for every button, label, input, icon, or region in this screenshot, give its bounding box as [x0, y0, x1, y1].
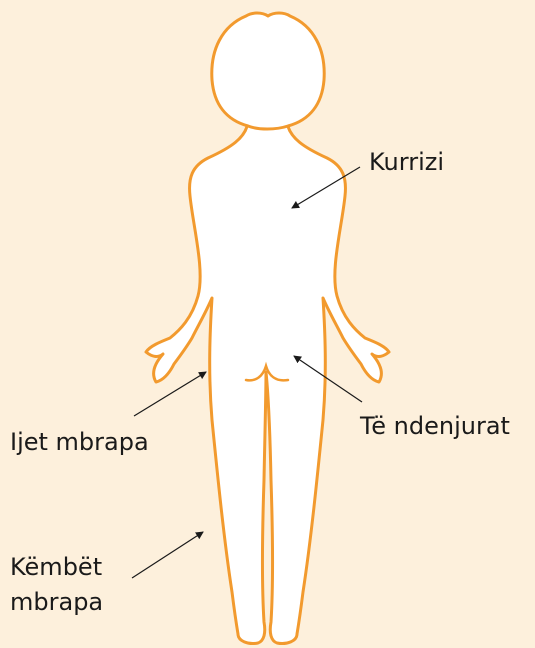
label-back-thighs: Ijet mbrapa	[10, 427, 149, 457]
label-buttocks: Të ndenjurat	[360, 411, 510, 441]
pointer-back-thighs	[134, 372, 206, 416]
pointer-back-legs	[132, 532, 203, 578]
body-outline	[146, 122, 389, 644]
head-outline	[212, 13, 324, 129]
label-back: Kurrizi	[369, 147, 444, 177]
label-back-legs-line1: Këmbët	[10, 552, 102, 582]
label-back-legs-line2: mbrapa	[10, 587, 103, 617]
